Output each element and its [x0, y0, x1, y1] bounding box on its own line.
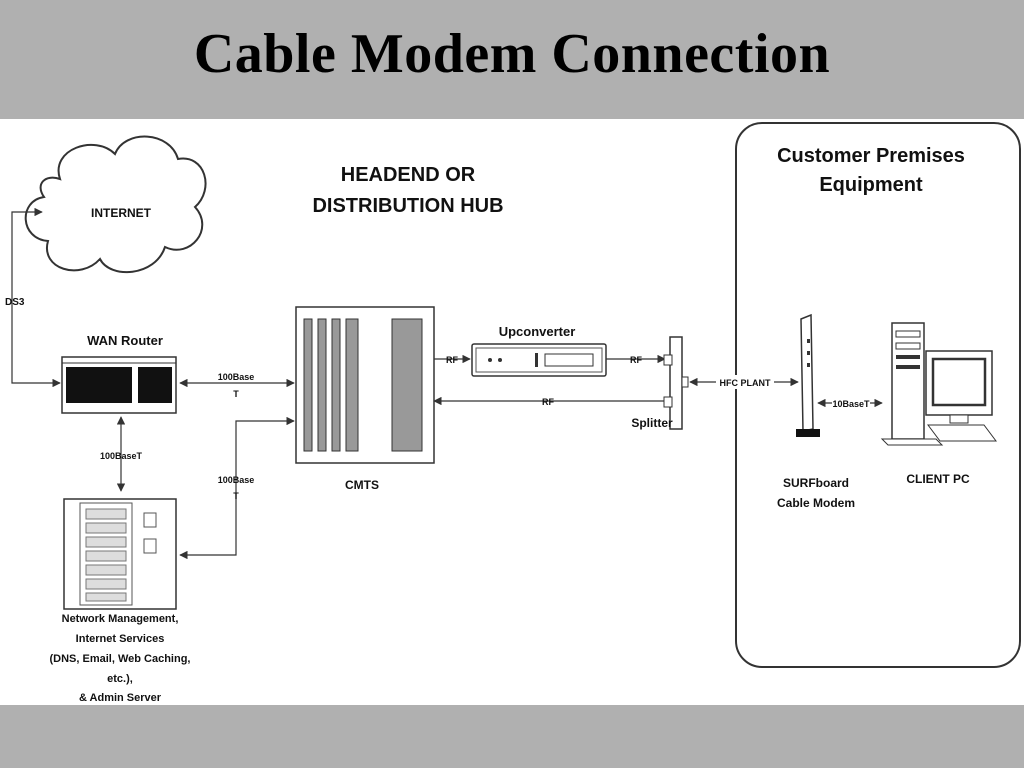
cpe-title-line1: Customer Premises: [777, 145, 965, 167]
cmts-icon: [295, 306, 435, 464]
headend-title-line2: DISTRIBUTION HUB: [312, 195, 503, 217]
wan-cmts-link-label-line2: T: [233, 389, 239, 399]
client-pc-icon: [880, 322, 997, 446]
server-label-line4: etc.),: [107, 673, 133, 685]
modem-pc-link-label: 10BaseT: [832, 399, 870, 409]
internet-label: INTERNET: [91, 206, 152, 220]
rf-label-cmts-up: RF: [446, 355, 458, 365]
hfc-plant-label: HFC PLANT: [720, 378, 771, 388]
network-diagram: Customer Premises Equipment HEADEND OR D…: [0, 119, 1024, 705]
cpe-title-line2: Equipment: [819, 174, 923, 196]
diagram-canvas: Customer Premises Equipment HEADEND OR D…: [5, 122, 1021, 704]
cable-modem-icon: [796, 313, 820, 437]
server-label-line3: (DNS, Email, Web Caching,: [50, 653, 191, 665]
customer-premises-boundary: [735, 122, 1021, 668]
client-pc-label: CLIENT PC: [906, 472, 970, 486]
server-label-line5: & Admin Server: [79, 692, 162, 704]
server-label-line2: Internet Services: [76, 633, 165, 645]
server-label-line1: Network Management,: [62, 613, 179, 625]
server-cmts-link-label-line1: 100Base: [218, 475, 255, 485]
splitter-label: Splitter: [631, 416, 673, 430]
wan-router-icon: [61, 356, 177, 414]
rf-label-up-splitter: RF: [630, 355, 642, 365]
server-cmts-link-label-line2: T: [233, 491, 239, 501]
modem-label-line2: Cable Modem: [777, 496, 855, 510]
ds3-link: [11, 207, 61, 388]
modem-label-line1: SURFboard: [783, 476, 849, 490]
wan-router-label: WAN Router: [87, 333, 163, 348]
upconverter-label: Upconverter: [499, 324, 576, 339]
rf-label-return: RF: [542, 397, 554, 407]
wan-cmts-link-label-line1: 100Base: [218, 372, 255, 382]
internet-cloud-icon: [24, 135, 207, 274]
page-title: Cable Modem Connection: [193, 23, 831, 85]
wan-server-link-label: 100BaseT: [100, 451, 143, 461]
headend-title-line1: HEADEND OR: [341, 164, 476, 186]
ds3-label: DS3: [5, 297, 25, 308]
admin-server-icon: [63, 498, 177, 610]
upconverter-icon: [471, 343, 607, 377]
cmts-label: CMTS: [345, 478, 379, 492]
splitter-icon: [663, 336, 689, 430]
server-cmts-link: [179, 416, 295, 560]
